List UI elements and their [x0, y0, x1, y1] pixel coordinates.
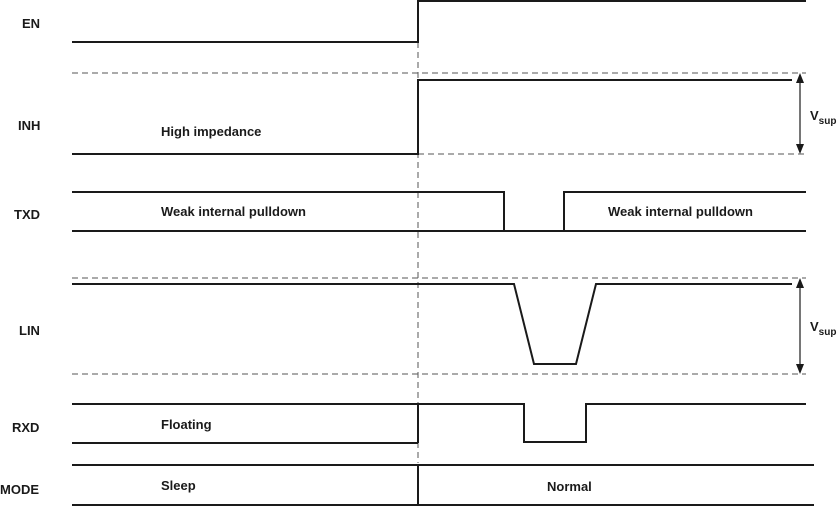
inh-waveform: [72, 79, 792, 155]
inh-vsup-label: Vsup: [810, 108, 836, 127]
mode-sleep-label: Sleep: [161, 478, 196, 493]
txd-waveform-upper-right: [563, 191, 806, 231]
rxd-state-label: Floating: [161, 417, 212, 432]
signal-label-txd: TXD: [14, 207, 40, 222]
inh-state-label: High impedance: [161, 124, 261, 139]
signal-label-lin: LIN: [19, 323, 40, 338]
signal-label-en: EN: [22, 16, 40, 31]
lin-waveform: [72, 283, 792, 365]
lin-vsup-arrow: [796, 278, 804, 374]
signal-label-mode: MODE: [0, 482, 39, 497]
inh-vsup-arrow: [796, 73, 804, 154]
txd-right-state-label: Weak internal pulldown: [608, 204, 753, 219]
en-waveform: [72, 0, 806, 43]
txd-left-state-label: Weak internal pulldown: [161, 204, 306, 219]
txd-waveform-upper: [72, 191, 505, 231]
signal-label-rxd: RXD: [12, 420, 39, 435]
lin-vsup-label: Vsup: [810, 319, 836, 338]
rxd-waveform-normal: [418, 403, 806, 443]
mode-normal-label: Normal: [547, 479, 592, 494]
rxd-waveform: [72, 403, 419, 443]
signal-label-inh: INH: [18, 118, 40, 133]
